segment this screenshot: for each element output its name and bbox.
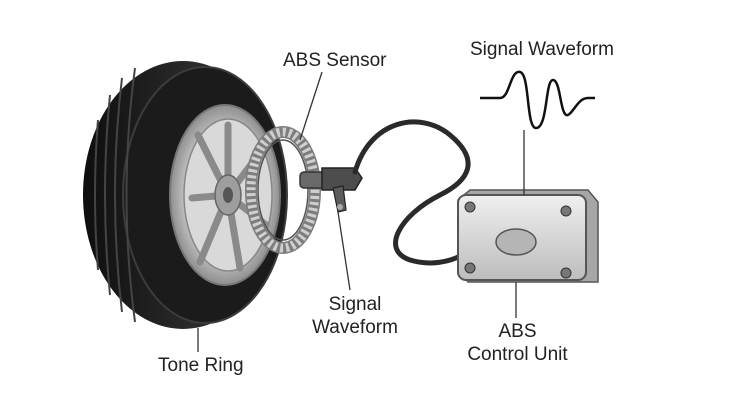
label-abs-control-unit-line2: Control Unit [467,344,568,365]
wheel-rim [169,104,281,286]
leader-signal-waveform-mid [337,211,351,291]
leader-lines [197,71,525,352]
tone-ring [245,126,321,254]
signal-waveform-trace [480,70,595,130]
label-abs-control-unit-line1: ABS [498,321,537,342]
label-tone-ring: Tone Ring [158,355,244,376]
tire-tread [94,67,136,323]
label-signal-waveform-top: Signal Waveform [470,39,614,60]
label-abs-control-unit: ABS Control Unit [455,320,580,366]
unit-screw-bl [464,262,476,274]
leader-abs-sensor [299,71,323,141]
sensor-cable [352,119,471,266]
unit-screw-tr [560,205,572,217]
label-signal-waveform-mid: Signal Waveform [300,293,410,339]
label-signal-waveform-mid-line2: Waveform [312,317,398,338]
tone-ring-inner-edge [257,139,309,241]
unit-screw-tl [464,201,476,213]
sensor-body [321,167,363,191]
sensor-bolt [337,204,343,210]
sensor-bracket [332,185,347,213]
hub-cap [223,187,233,203]
unit-screw-br [560,267,572,279]
label-signal-waveform-mid-line1: Signal [328,294,382,315]
abs-sensor [299,167,363,213]
tone-ring-teeth [246,127,320,253]
unit-connector [495,228,537,256]
label-abs-sensor: ABS Sensor [283,50,387,71]
abs-control-unit [457,189,599,283]
